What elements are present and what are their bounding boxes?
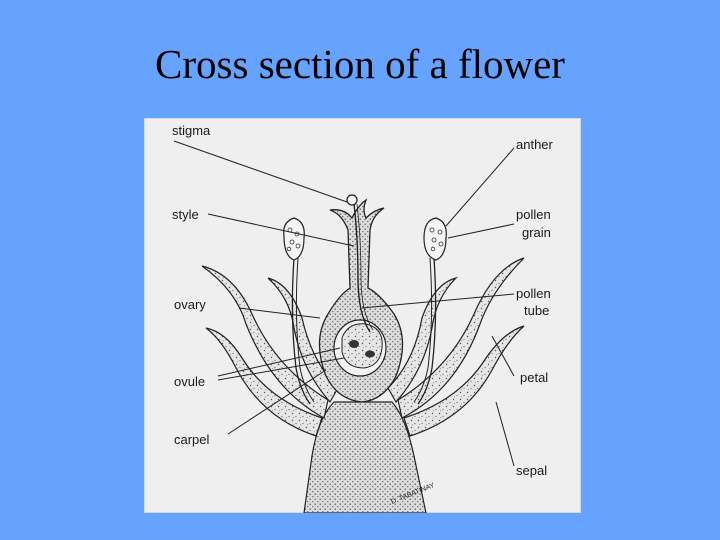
label-anther: anther [516,137,554,152]
ovule-nucleus-2 [365,350,375,358]
label-sepal: sepal [516,463,547,478]
right-inner-petal [387,276,459,404]
label-carpel: carpel [174,432,210,447]
flower-cross-section-illustration: stigma style ovary ovule carpel anther p… [172,123,554,513]
leader-style [207,213,355,247]
label-pollen-grain-line1: pollen [516,207,551,222]
receptacle [303,401,427,513]
pollen-tube-path [353,203,371,333]
label-pollen-tube-line2: tube [524,303,549,318]
leader-ovary [238,307,321,319]
right-sepal [403,325,525,437]
right-anther [423,217,447,261]
leader-pollen-tube [361,293,515,309]
right-filament-2 [413,257,433,403]
leader-sepal [495,401,515,467]
slide-title: Cross section of a flower [155,41,565,87]
leader-anther [445,147,515,227]
leader-ovule-2 [217,357,345,381]
stigma-pollen-grain [346,194,358,206]
leader-stigma [173,140,348,203]
label-pollen-tube-line1: pollen [516,286,551,301]
left-inner-petal [267,277,339,404]
leader-petal [491,335,515,377]
left-filament-2 [295,257,315,403]
left-sepal [205,327,323,437]
pollen-tube-path-2 [356,203,374,331]
left-anther [283,217,305,261]
label-ovule: ovule [174,374,205,389]
leader-pollen-grain [447,223,515,239]
ovule-nucleus-1 [349,340,359,348]
label-pollen-grain-line2: grain [522,225,551,240]
right-filament [417,257,437,405]
label-ovary: ovary [174,297,206,312]
leader-lines [173,140,515,467]
left-filament [291,257,311,405]
ovule [341,323,383,369]
label-style: style [172,207,199,222]
leader-carpel [227,369,327,435]
label-petal: petal [520,370,548,385]
flower-diagram: stigma style ovary ovule carpel anther p… [144,118,581,513]
label-stigma: stigma [172,123,211,138]
left-petal [201,265,329,419]
leader-ovule-1 [217,347,341,377]
